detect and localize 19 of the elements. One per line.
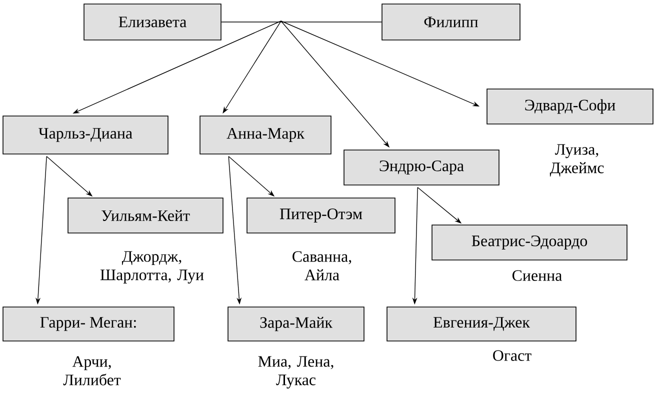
children-names: Огаст [493,350,532,361]
children-names: Сиенна [512,270,562,281]
person-box: Эндрю-Сара [344,150,500,186]
person-box: Беатрис-Эдоардо [432,224,628,260]
person-box: Филипп [382,4,520,40]
person-box: Евгения-Джек [386,306,576,342]
person-box: Питер-Отэм [246,198,396,234]
person-box: Эдвард-Софи [486,88,654,124]
person-box: Елизавета [84,4,222,40]
person-box: Анна-Марк [200,116,332,154]
children-names: Арчи, Лилибет [63,356,121,386]
children-names: Луиза, Джеймс [550,144,604,176]
person-box: Зара-Майк [228,306,364,342]
children-names: Миа, Лена, Лукас [258,356,334,388]
children-names: Джордж, Шарлотта, Луи [100,251,204,284]
person-box: Уильям-Кейт [68,198,224,234]
children-names: Саванна, Айла [292,251,352,280]
person-box: Чарльз-Диана [2,116,168,154]
person-box: Гарри- Меган: [2,306,174,342]
